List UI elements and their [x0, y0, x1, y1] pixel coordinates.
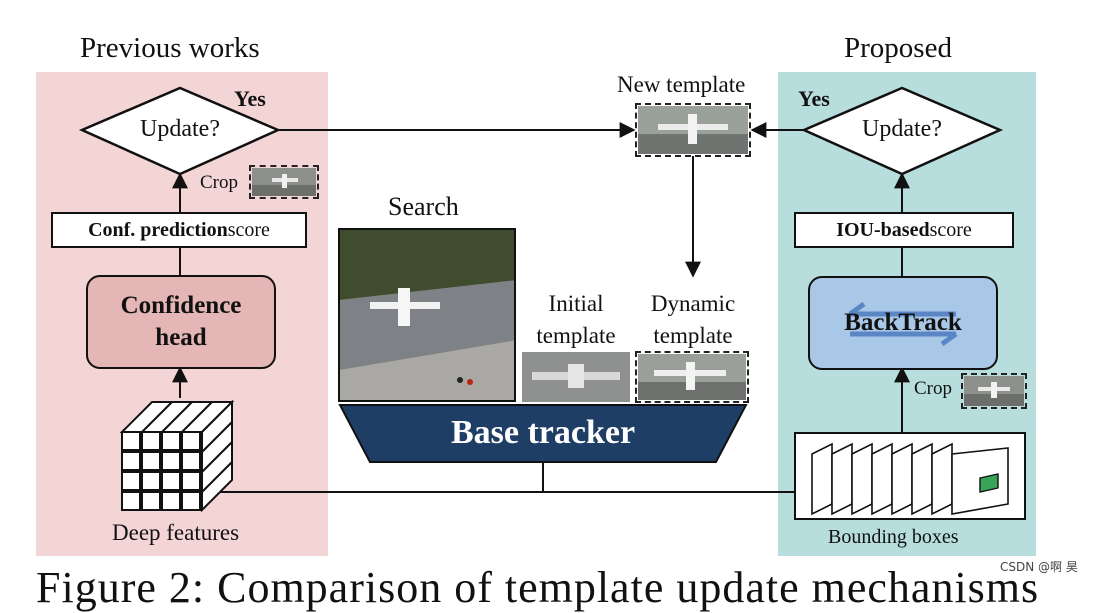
airplane-image: [522, 352, 630, 402]
confidence-head-box: Confidence head: [86, 275, 276, 369]
bounding-boxes-box: [794, 432, 1026, 520]
update-label-left: Update?: [140, 116, 220, 142]
yes-label-left: Yes: [234, 86, 266, 111]
base-tracker-label: Base tracker: [450, 414, 636, 451]
confidence-head-line1: Confidence: [120, 292, 242, 319]
previous-works-title: Previous works: [80, 32, 260, 64]
dynamic-line1: Dynamic: [650, 291, 736, 316]
search-image: [338, 228, 516, 402]
yes-label-right: Yes: [798, 86, 830, 111]
initial-line1: Initial: [548, 291, 604, 316]
new-template-label: New template: [617, 72, 746, 97]
update-diamond-left: [78, 86, 282, 176]
initial-template-label: Initial template: [526, 288, 626, 352]
dynamic-line2: template: [653, 323, 733, 348]
airplane-image: [638, 106, 748, 154]
confidence-score-box: Conf. prediction score: [51, 212, 307, 248]
update-label-right: Update?: [862, 116, 942, 142]
crop-thumbnail-right: [961, 373, 1027, 409]
iou-score-box: IOU-based score: [794, 212, 1014, 248]
backtrack-arrows-icon: [848, 301, 958, 347]
runway-airplane-image: [340, 230, 514, 400]
watermark-text: CSDN @啊 昊: [1000, 560, 1078, 574]
initial-template-image: [522, 352, 630, 402]
confidence-head-line2: head: [155, 324, 207, 351]
dynamic-template-image: [635, 351, 749, 403]
dynamic-template-label: Dynamic template: [638, 288, 748, 352]
initial-line2: template: [536, 323, 616, 348]
airplane-image: [964, 376, 1024, 406]
score-bold-right: IOU-based: [836, 218, 930, 241]
bounding-boxes-label: Bounding boxes: [828, 526, 959, 548]
search-label: Search: [388, 192, 459, 221]
score-rest-left: score: [227, 218, 270, 241]
deep-features-icon: [119, 399, 235, 513]
proposed-title: Proposed: [844, 32, 952, 64]
update-diamond-right: [800, 86, 1004, 176]
bounding-boxes-stack-icon: [811, 442, 1009, 516]
crop-thumbnail-left: [249, 165, 319, 199]
backtrack-box: BackTrack: [808, 276, 998, 370]
connectors-layer: [78, 86, 1004, 493]
backtrack-label: BackTrack: [844, 309, 962, 336]
crop-label-right: Crop: [914, 378, 952, 399]
deep-features-label: Deep features: [112, 520, 240, 545]
score-rest-right: score: [929, 218, 972, 241]
airplane-image: [252, 168, 316, 196]
airplane-image: [638, 354, 746, 400]
base-tracker-shape: [338, 404, 748, 463]
figure-caption: Figure 2: Comparison of template update …: [36, 563, 1040, 612]
score-bold-left: Conf. prediction: [88, 218, 228, 241]
crop-label-left: Crop: [200, 172, 238, 193]
new-template-image: [635, 103, 751, 157]
